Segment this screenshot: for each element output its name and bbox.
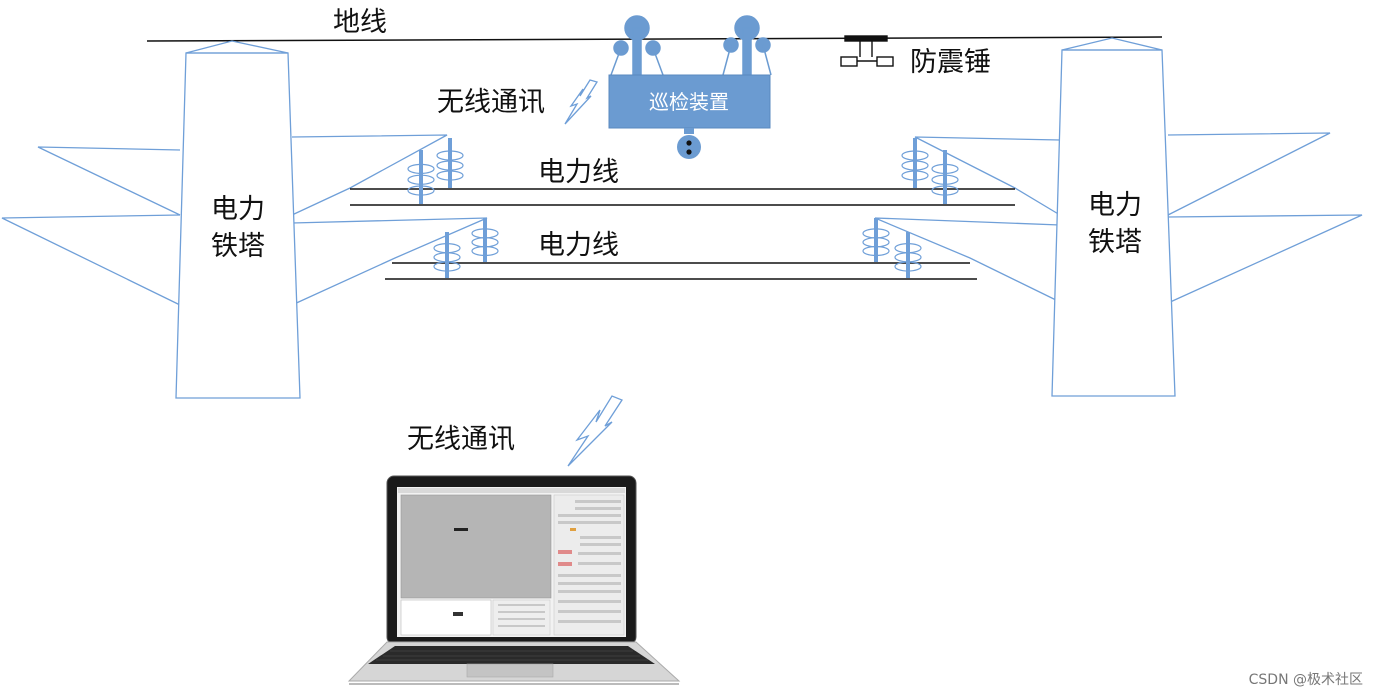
insulator-2 <box>436 138 464 188</box>
inspection-device-label: 巡检装置 <box>649 90 729 114</box>
insulators <box>407 138 959 278</box>
power-lines <box>350 188 1015 280</box>
right-tower-arms <box>874 132 1363 304</box>
left-tower-label-line2: 铁塔 <box>211 231 265 262</box>
insulator-3 <box>433 232 461 278</box>
wireless-signal-top-icon <box>564 79 599 125</box>
insulator-5 <box>901 138 929 188</box>
right-tower-label-line1: 电力 <box>1088 190 1142 221</box>
camera-icon <box>677 128 701 159</box>
left-tower-label-line1: 电力 <box>211 194 265 225</box>
left-tower <box>175 40 301 399</box>
right-tower <box>1051 37 1176 397</box>
device-wheels <box>610 15 772 77</box>
wireless-top-label: 无线通讯 <box>437 87 545 118</box>
insulator-8 <box>894 232 922 278</box>
insulator-1 <box>407 150 435 204</box>
power-line-1-label: 电力线 <box>538 157 619 188</box>
watermark: CSDN @极术社区 <box>1249 672 1363 688</box>
insulator-7 <box>862 218 890 262</box>
damper-label: 防震锤 <box>910 47 991 78</box>
damper-icon <box>840 35 894 67</box>
wireless-signal-bottom-icon <box>567 395 623 467</box>
insulator-4 <box>471 218 499 262</box>
laptop-icon <box>347 475 681 685</box>
left-tower-arms <box>1 134 488 306</box>
insulator-6 <box>931 150 959 204</box>
ground-wire <box>146 36 1163 42</box>
right-tower-label-line2: 铁塔 <box>1088 227 1142 258</box>
ground-wire-label: 地线 <box>333 7 387 38</box>
wireless-bottom-label: 无线通讯 <box>407 424 515 455</box>
power-line-2-label: 电力线 <box>538 230 619 261</box>
